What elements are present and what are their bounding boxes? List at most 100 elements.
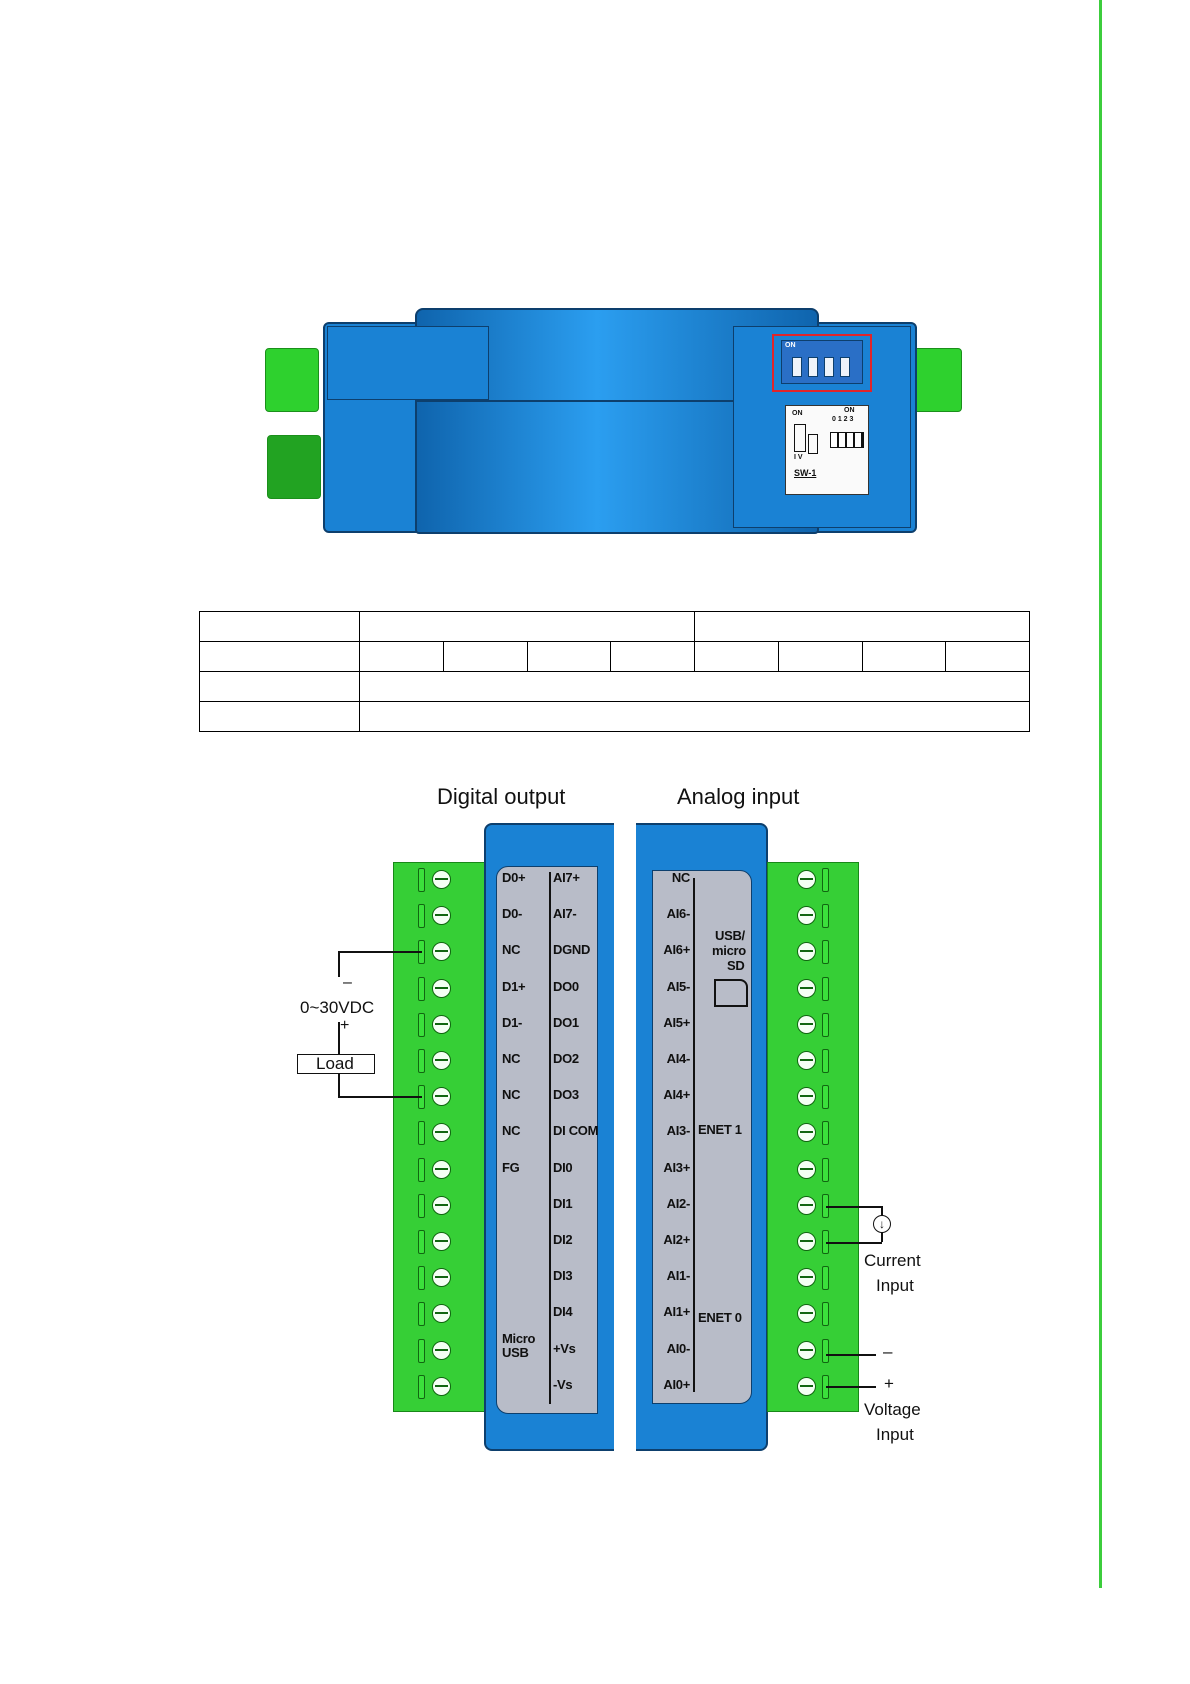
pin-label: AI6- (666, 906, 691, 922)
enet0-label: ENET 0 (698, 1310, 742, 1325)
plate-slide-switch-2 (808, 434, 818, 454)
usb-sd-label-2: micro (712, 943, 746, 958)
pin-label: DO0 (553, 978, 579, 994)
pin-label: DI2 (553, 1232, 573, 1247)
digital-output-title: Digital output (437, 784, 566, 809)
terminal-screw (432, 1123, 451, 1143)
terminal-slot (418, 1049, 425, 1073)
pin-label: AI0- (666, 1340, 691, 1356)
pin-label: NC (502, 1087, 521, 1103)
table-cell (359, 671, 1030, 702)
terminal-screw (432, 906, 451, 926)
pin-label: DI COM (553, 1123, 599, 1139)
terminal-screw (797, 1014, 816, 1034)
terminal-screw (432, 1051, 451, 1070)
dc-voltage-range: 0~30VDC (300, 998, 375, 1017)
terminal-screw (797, 1087, 816, 1107)
terminal-screw (797, 1376, 816, 1396)
terminal-screw (432, 870, 451, 889)
pin-label: AI2- (666, 1195, 691, 1211)
load-wire-down (338, 1073, 340, 1097)
dc-wire-top (338, 951, 422, 953)
terminal-screw (797, 870, 816, 889)
table-cell (861, 641, 947, 672)
terminal-slot (418, 868, 425, 892)
terminal-slot (418, 1374, 425, 1399)
terminal-screw (432, 1232, 451, 1251)
table-row (199, 641, 1030, 672)
pin-label: AI5+ (663, 1014, 690, 1030)
ai-label-panel (652, 870, 752, 1404)
dip-switch-3 (840, 357, 850, 377)
voltage-minus-sign: – (883, 1342, 893, 1361)
terminal-slot (822, 1085, 829, 1110)
pin-label: DGND (553, 942, 591, 958)
table-cell (199, 641, 360, 672)
terminal-screw (432, 1376, 451, 1396)
pin-label: AI6+ (663, 942, 690, 958)
pin-label: +Vs (553, 1340, 576, 1356)
left-lower-terminal (267, 435, 321, 499)
enet1-label: ENET 1 (698, 1122, 742, 1137)
pin-label: D0- (502, 906, 523, 922)
page-edge-rule (1099, 0, 1102, 1588)
dip-switch-2 (824, 357, 834, 377)
terminal-slot (418, 904, 425, 929)
pin-label: Micro USB (502, 1330, 536, 1360)
pin-label: -Vs (553, 1376, 573, 1392)
switch-settings-table (199, 611, 1030, 732)
pin-label: DI1 (553, 1195, 573, 1211)
terminal-screw (797, 1232, 816, 1251)
terminal-screw (797, 1340, 816, 1360)
pin-label: NC (502, 1051, 521, 1066)
pin-label: FG (502, 1159, 520, 1175)
terminal-slot (822, 1121, 829, 1146)
terminal-slot (822, 1193, 829, 1218)
pin-label: D1- (502, 1014, 523, 1030)
pin-label: AI7- (553, 906, 577, 922)
table-cell (945, 641, 1030, 672)
module-top-view-illustration: ON ON ON 0 1 2 3 I V SW-1 (265, 300, 975, 540)
terminal-screw (432, 1268, 451, 1288)
table-cell (199, 671, 360, 702)
center-seam (417, 400, 815, 402)
table-cell (610, 641, 695, 672)
terminal-screw (797, 1159, 816, 1179)
terminal-slot (822, 940, 829, 965)
usb-sd-label-3: SD (727, 958, 745, 973)
voltage-input-label-1: Voltage (864, 1400, 921, 1419)
pin-label: AI2+ (663, 1232, 690, 1247)
micro-sd-card-icon (714, 979, 748, 1007)
pin-label: DI4 (553, 1304, 573, 1320)
dc-plus-sign: + (340, 1017, 350, 1034)
terminal-slot (822, 1302, 829, 1327)
ai-panel-divider (693, 878, 695, 1392)
pin-label: AI5- (666, 978, 691, 994)
pin-label: AI0+ (663, 1376, 690, 1392)
right-terminal (910, 348, 962, 412)
plate-dip-drawing (830, 432, 864, 448)
current-source-icon: ↓ (873, 1215, 891, 1233)
left-upper-terminal (265, 348, 319, 412)
do-panel-divider (549, 872, 551, 1404)
analog-input-title: Analog input (677, 784, 800, 809)
terminal-screw (432, 1340, 451, 1360)
left-side-panel (327, 326, 489, 400)
terminal-screw (432, 1087, 451, 1107)
terminal-screw (797, 942, 816, 962)
pin-label: DO1 (553, 1014, 579, 1030)
terminal-screw (797, 1123, 816, 1143)
terminal-screw (797, 1304, 816, 1324)
terminal-screw (432, 1304, 451, 1324)
terminal-slot (418, 1193, 425, 1218)
table-cell (526, 641, 612, 672)
dip-switch-1 (808, 357, 818, 377)
terminal-slot (822, 868, 829, 892)
pin-label: NC (671, 870, 690, 885)
terminal-screw (432, 978, 451, 998)
terminal-slot (418, 1012, 425, 1037)
pin-label: NC (502, 1123, 521, 1139)
current-wire-bottom (826, 1242, 882, 1244)
pin-label: DO2 (553, 1051, 579, 1066)
plate-on-right: ON (844, 407, 855, 414)
